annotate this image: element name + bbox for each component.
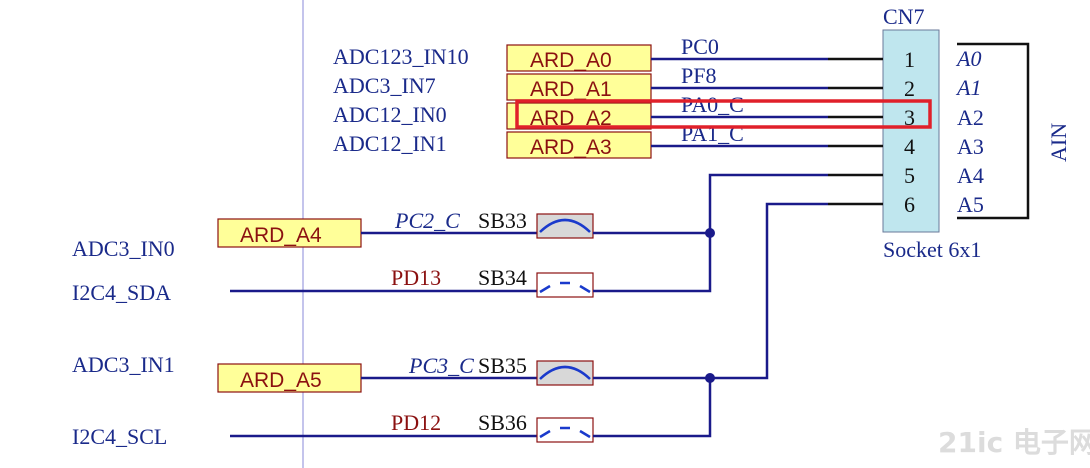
- solder-bridge-sb36: [536, 417, 594, 443]
- net-label-pd12: PD12: [391, 410, 441, 435]
- wire-pin5: [708, 173, 828, 233]
- bridge-label-sb36: SB36: [478, 410, 527, 435]
- adc-label-2: ADC12_IN0: [333, 102, 447, 127]
- solder-bridge-sb34: [536, 272, 594, 298]
- ard-box-a1: ARD_A1: [506, 73, 652, 101]
- left-label-adc3-in0: ADC3_IN0: [72, 236, 175, 261]
- svg-text:ARD_A5: ARD_A5: [240, 369, 322, 392]
- bridge-label-sb35: SB35: [478, 353, 527, 378]
- svg-text:ARD_A3: ARD_A3: [530, 136, 612, 159]
- pin-name-a0: A0: [955, 46, 981, 71]
- pin-number-3: 3: [904, 105, 915, 130]
- pin-number-2: 2: [904, 76, 915, 101]
- svg-text:ARD_A0: ARD_A0: [530, 49, 612, 72]
- highlight-box: [515, 99, 932, 129]
- svg-text:ARD_A4: ARD_A4: [240, 224, 322, 247]
- left-label-i2c4-sda: I2C4_SDA: [72, 280, 171, 305]
- wire-sb36-out: [593, 378, 712, 438]
- pin-name-a2: A2: [957, 105, 984, 130]
- net-label-pa1c: PA1_C: [681, 121, 744, 146]
- connector-ref: CN7: [883, 4, 925, 29]
- pin-name-a3: A3: [957, 134, 984, 159]
- ard-box-a0: ARD_A0: [506, 44, 652, 72]
- connector-body: [882, 29, 940, 233]
- adc-label-1: ADC3_IN7: [333, 73, 436, 98]
- net-label-pf8: PF8: [681, 63, 716, 88]
- pin-number-5: 5: [904, 163, 915, 188]
- pin-name-a1: A1: [955, 75, 981, 100]
- bridge-label-sb33: SB33: [478, 208, 527, 233]
- ard-box-a3: ARD_A3: [506, 131, 652, 159]
- ard-box-a2: ARD_A2: [506, 102, 652, 130]
- net-label-pc0: PC0: [681, 34, 719, 59]
- connector-value: Socket 6x1: [883, 237, 981, 262]
- left-label-adc3-in1: ADC3_IN1: [72, 352, 175, 377]
- net-label-pd13: PD13: [391, 265, 441, 290]
- ain-bracket: [957, 42, 1030, 220]
- pin-name-a5: A5: [957, 192, 984, 217]
- wire-sb34-out: [593, 233, 712, 293]
- adc-label-0: ADC123_IN10: [333, 44, 469, 69]
- pin-number-4: 4: [904, 134, 915, 159]
- svg-text:ARD_A2: ARD_A2: [530, 107, 612, 130]
- net-label-pc3c: PC3_C: [408, 353, 474, 378]
- bridge-label-sb34: SB34: [478, 265, 527, 290]
- svg-text:ARD_A1: ARD_A1: [530, 78, 612, 101]
- wire-pin6: [710, 202, 828, 380]
- pin-number-1: 1: [904, 47, 915, 72]
- net-label-pa0c: PA0_C: [681, 92, 744, 117]
- solder-bridge-sb33: [536, 213, 594, 239]
- ard-box-a4: ARD_A4: [217, 218, 362, 248]
- solder-bridge-sb35: [536, 360, 594, 386]
- pin-number-6: 6: [904, 192, 915, 217]
- net-label-pc2c: PC2_C: [394, 208, 460, 233]
- ard-box-a5: ARD_A5: [217, 363, 362, 393]
- adc-label-3: ADC12_IN1: [333, 131, 447, 156]
- watermark: 21ic 电子网: [938, 426, 1090, 459]
- left-label-i2c4-scl: I2C4_SCL: [72, 424, 167, 449]
- pin-name-a4: A4: [957, 163, 984, 188]
- bus-label-ain: AIN: [1046, 123, 1071, 162]
